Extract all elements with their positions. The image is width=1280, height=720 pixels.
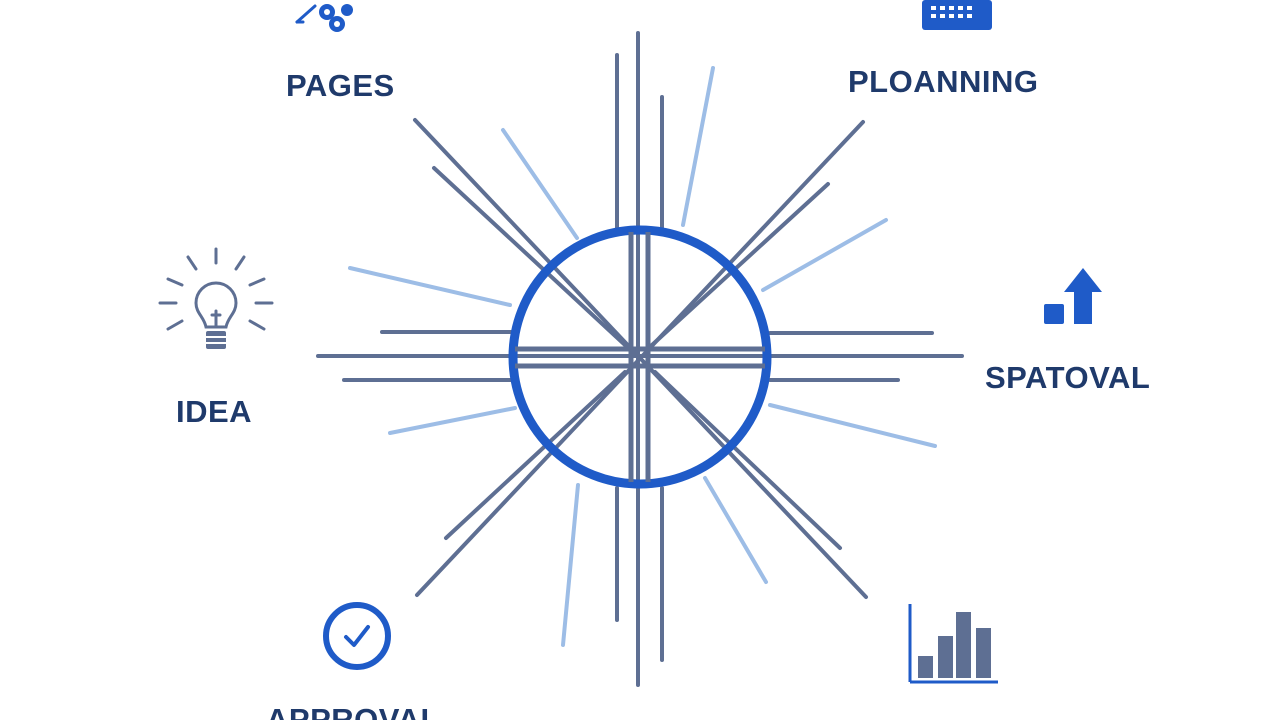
- ray: [388, 406, 517, 435]
- spoke: [650, 182, 830, 347]
- hub-cross: [515, 232, 765, 482]
- ray: [768, 403, 937, 448]
- spoke: [432, 166, 627, 347]
- central-hub-ring: [508, 225, 772, 489]
- bar-chart-icon: [906, 604, 1002, 688]
- ray: [761, 218, 888, 292]
- spoke: [653, 370, 842, 550]
- growth-arrow-icon: [1042, 268, 1106, 328]
- node-label-pages: PAGES: [286, 68, 395, 103]
- ray: [348, 266, 512, 307]
- lightbulb-icon: [156, 245, 276, 365]
- settings-gears-icon: [293, 0, 363, 36]
- node-label-approval: APPROVAL: [266, 702, 440, 720]
- ray: [681, 66, 715, 227]
- calendar-grid-icon: [922, 0, 994, 32]
- node-label-spatoval: SPATOVAL: [985, 360, 1151, 395]
- spoke: [415, 120, 865, 597]
- ray: [561, 483, 580, 647]
- secondary-rays: [348, 66, 937, 647]
- spoke: [444, 370, 627, 540]
- checkmark-circle-icon: [322, 601, 394, 673]
- ray: [501, 128, 579, 240]
- node-label-idea: IDEA: [176, 394, 253, 429]
- primary-spokes: [316, 31, 964, 687]
- node-label-planning: PLOANNING: [848, 64, 1039, 99]
- ray: [703, 476, 768, 584]
